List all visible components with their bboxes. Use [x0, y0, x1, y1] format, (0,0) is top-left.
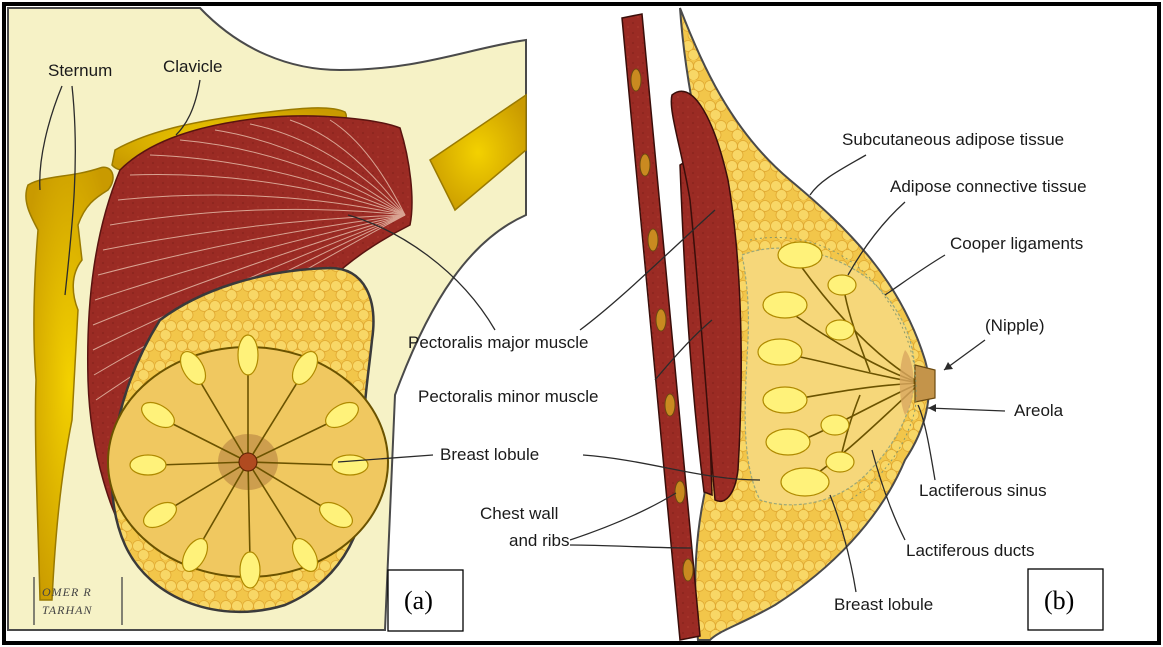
- label-pectoralis-minor: Pectoralis minor muscle: [418, 387, 598, 406]
- label-sternum: Sternum: [48, 61, 112, 80]
- panel-a-tag: (a): [404, 586, 433, 615]
- signature-line-1: OMER R: [42, 585, 92, 599]
- label-subcutaneous: Subcutaneous adipose tissue: [842, 130, 1064, 149]
- label-nipple: (Nipple): [985, 316, 1045, 335]
- label-breast-lobule-a: Breast lobule: [440, 445, 539, 464]
- label-pectoralis-major: Pectoralis major muscle: [408, 333, 588, 352]
- label-breast-lobule-b: Breast lobule: [834, 595, 933, 614]
- label-cooper: Cooper ligaments: [950, 234, 1083, 253]
- panel-b-tag: (b): [1044, 586, 1074, 615]
- label-chest-wall-2: and ribs: [509, 531, 569, 550]
- label-lactiferous-ducts: Lactiferous ducts: [906, 541, 1035, 560]
- label-chest-wall-1: Chest wall: [480, 504, 558, 523]
- label-clavicle: Clavicle: [163, 57, 223, 76]
- label-adipose-connective: Adipose connective tissue: [890, 177, 1087, 196]
- nipple-a: [239, 453, 257, 471]
- label-lactiferous-sinus: Lactiferous sinus: [919, 481, 1047, 500]
- signature-line-2: TARHAN: [42, 603, 92, 617]
- label-areola: Areola: [1014, 401, 1064, 420]
- nipple-b: [915, 365, 935, 402]
